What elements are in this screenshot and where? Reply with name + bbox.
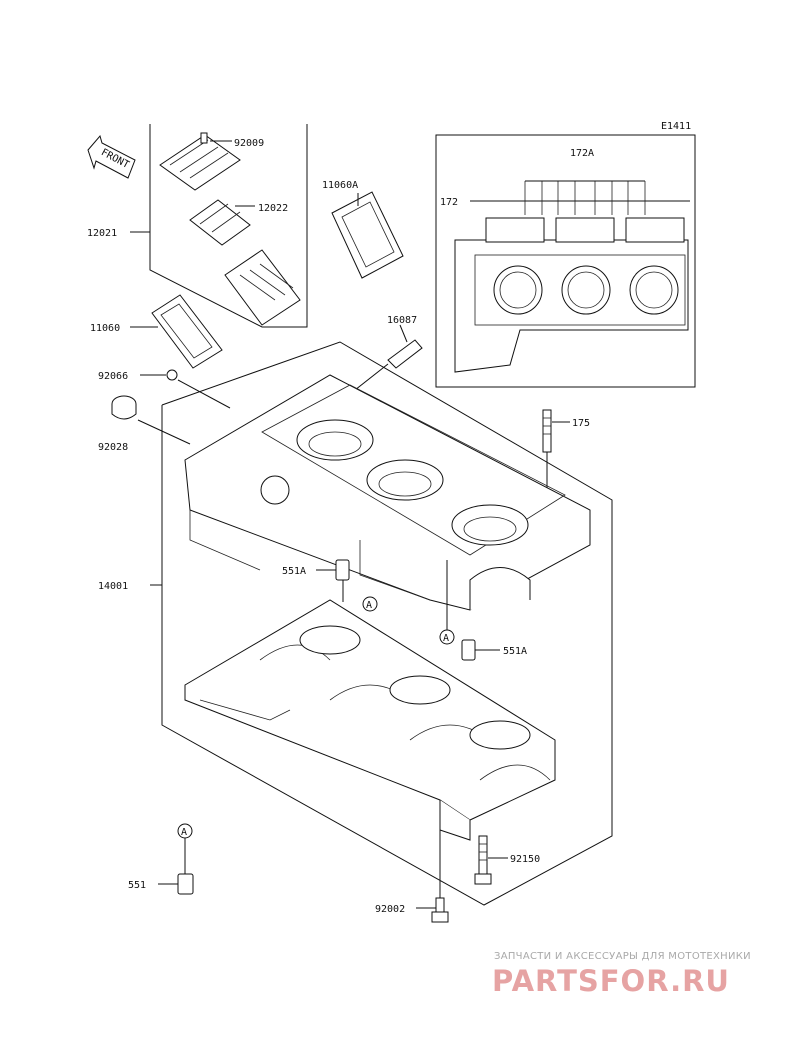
watermark-brand-logo: PARTSFOR.RU: [492, 964, 730, 998]
lower-crankcase: [184, 599, 556, 841]
label-14001: 14001: [98, 581, 128, 592]
label-551a-left: 551A: [282, 566, 306, 577]
label-172: 172: [440, 197, 458, 208]
label-12021: 12021: [87, 228, 117, 239]
watermark-tagline: ЗАПЧАСТИ И АКСЕССУАРЫ ДЛЯ МОТОТЕХНИКИ: [494, 951, 751, 962]
diagram-code: E1411: [661, 121, 691, 132]
label-92150: 92150: [510, 854, 540, 865]
front-arrow-icon: FRONT: [87, 134, 136, 179]
plug-92066: [140, 369, 231, 409]
dowel-551a-right: [461, 639, 500, 661]
bolt-92002: [416, 805, 449, 923]
label-16087: 16087: [387, 315, 417, 326]
gasket-11060: [130, 294, 223, 369]
upper-crankcase: [184, 374, 591, 611]
inset-cylinder-view: [435, 134, 696, 388]
label-92028: 92028: [98, 442, 128, 453]
label-11060: 11060: [90, 323, 120, 334]
label-175: 175: [572, 418, 590, 429]
reed-valve-group: [130, 124, 308, 328]
svg-text:A: A: [443, 633, 449, 644]
gasket-11060a: [331, 191, 404, 279]
ref-marker-a-2: A: [439, 560, 455, 645]
label-92066: 92066: [98, 371, 128, 382]
svg-text:A: A: [181, 827, 187, 838]
sensor-16087: [354, 324, 423, 391]
label-92009: 92009: [234, 138, 264, 149]
label-551a-right: 551A: [503, 646, 527, 657]
label-551: 551: [128, 880, 146, 891]
bushing-92028: [111, 395, 191, 445]
stud-175: [542, 409, 570, 500]
label-12022: 12022: [258, 203, 288, 214]
dowel-551: A: [158, 823, 194, 895]
dowel-551a-left: [316, 559, 350, 602]
ref-marker-a-1: A: [362, 596, 378, 612]
bolt-92150: [474, 835, 508, 885]
label-172a: 172A: [570, 148, 594, 159]
label-92002: 92002: [375, 904, 405, 915]
svg-text:A: A: [366, 600, 372, 611]
label-11060a: 11060A: [322, 180, 358, 191]
